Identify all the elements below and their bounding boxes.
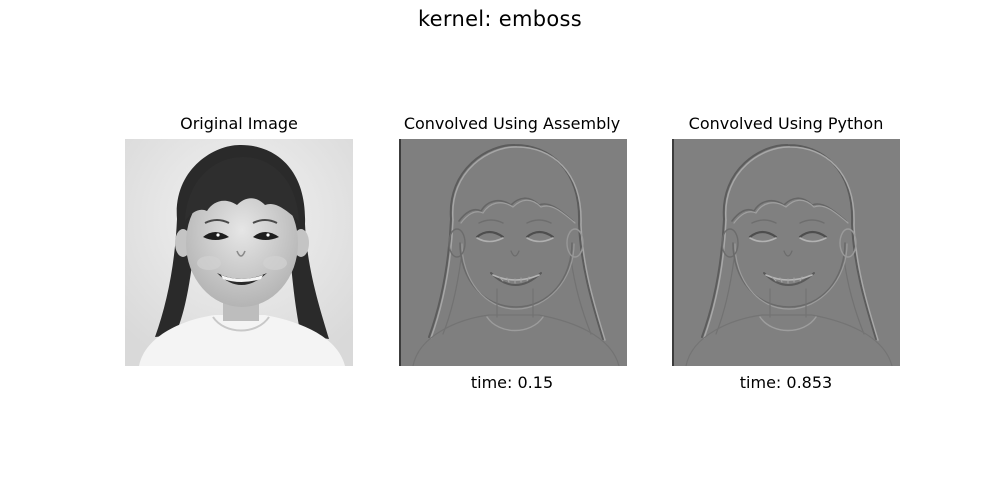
python-time-label: time: 0.853 (739, 373, 833, 392)
figure-title: kernel: emboss (417, 7, 583, 31)
assembly-time-label: time: 0.15 (470, 373, 554, 392)
original-image (125, 139, 353, 366)
panel-title-assembly: Convolved Using Assembly (403, 114, 621, 133)
assembly-output-image (399, 139, 627, 366)
panel-title-original: Original Image (180, 114, 298, 133)
panel-title-python: Convolved Using Python (688, 114, 884, 133)
python-output-image (672, 139, 900, 366)
